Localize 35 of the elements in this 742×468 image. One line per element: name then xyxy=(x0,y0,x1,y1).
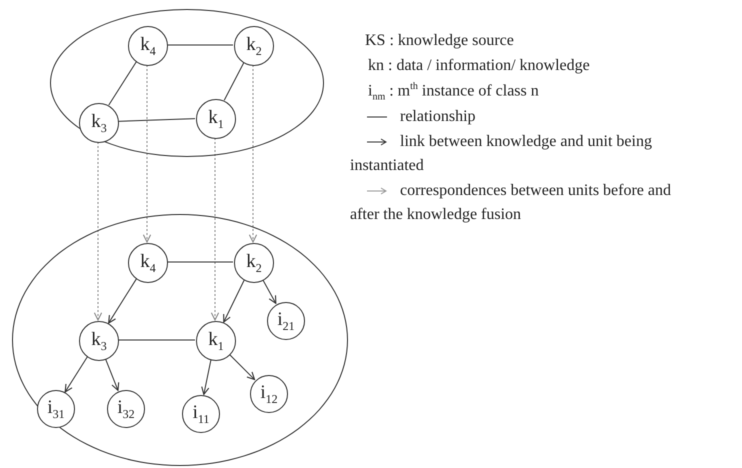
legend-text: relationship xyxy=(400,108,476,125)
circle-node: k$_{2}$ xyxy=(234,26,274,66)
circle-node: i$_{32}$ xyxy=(107,390,145,428)
circle-node: i$_{12}$ xyxy=(250,375,288,413)
circle-node: i$_{11}$ xyxy=(182,395,220,433)
arrow xyxy=(104,358,120,391)
arrow xyxy=(64,356,88,392)
arrow xyxy=(201,359,212,395)
arrow xyxy=(94,142,102,321)
relationship-line xyxy=(108,61,137,106)
arrow xyxy=(108,278,137,324)
arrow xyxy=(223,279,245,323)
relationship-line xyxy=(166,44,234,46)
circle-node: i$_{31}$ xyxy=(37,390,75,428)
circle-node: k$_{3}$ xyxy=(79,321,119,361)
circle-node: k$_{4}$ xyxy=(128,243,168,283)
circle-node: k$_{1}$ xyxy=(196,321,236,361)
arrow xyxy=(262,279,276,304)
legend-definition: i$_{nm}$ : m$^{th}$ instance of class n xyxy=(368,81,539,103)
relationship-line xyxy=(224,62,244,101)
ellipse-region xyxy=(12,214,348,466)
arrow xyxy=(210,138,220,321)
circle-node: k$_{3}$ xyxy=(79,103,119,143)
arrow xyxy=(228,354,256,380)
circle-node: k$_{4}$ xyxy=(128,26,168,66)
ellipse-region xyxy=(50,9,324,157)
circle-node: k$_{2}$ xyxy=(234,243,274,283)
circle-node: k$_{1}$ xyxy=(196,99,236,139)
legend-definition: KS : knowledge source xyxy=(365,32,514,50)
arrow xyxy=(142,64,152,243)
legend-definition: kn : data / information/ knowledge xyxy=(368,57,590,75)
arrow xyxy=(248,64,258,243)
circle-node: i$_{21}$ xyxy=(267,302,305,340)
relationship-line xyxy=(118,118,196,122)
legend-text: correspondences between units before and after the knowledge fusion xyxy=(350,182,671,223)
